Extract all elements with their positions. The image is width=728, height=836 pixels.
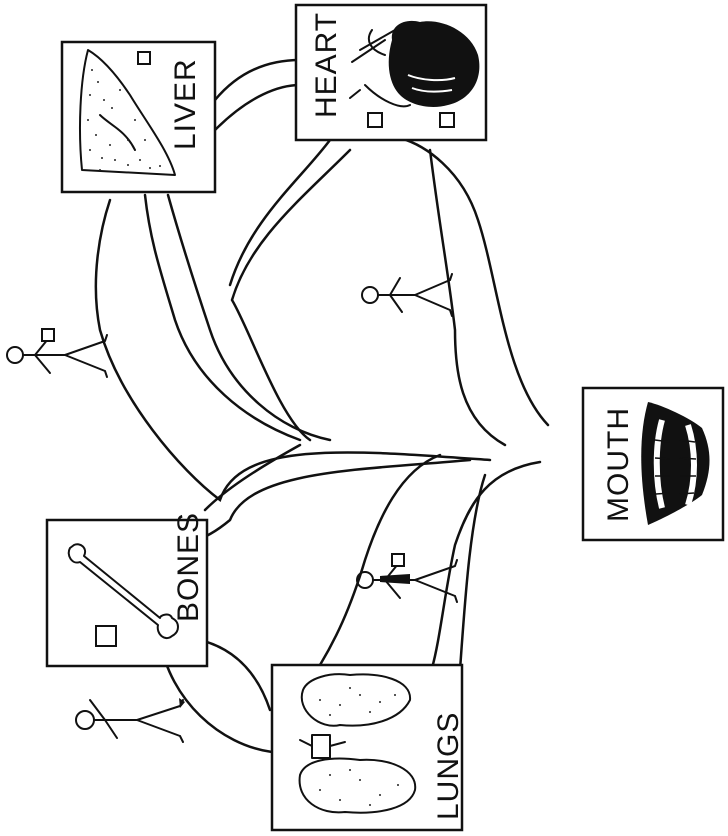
path-mouth-heart-outer xyxy=(398,136,550,427)
path-fork-heart-2 xyxy=(228,138,332,287)
path-fork-bones xyxy=(203,443,302,512)
mouth-card: MOUTH xyxy=(581,386,725,542)
liver-label: LIVER xyxy=(169,58,202,150)
liver-icon xyxy=(79,49,176,176)
path-mouth-lungs-2 xyxy=(318,453,442,667)
lungs-label: LUNGS xyxy=(432,712,465,820)
path-mouth-heart-inner xyxy=(428,148,507,447)
bones-card: BONES xyxy=(45,512,209,668)
path-mouth-lungs-1 xyxy=(430,460,542,670)
path-liver-heart-2 xyxy=(213,83,302,132)
walking-person-icon xyxy=(75,698,185,743)
path-fork-heart-1 xyxy=(230,148,352,442)
liver-card: LIVER xyxy=(60,40,217,194)
walking-person-icon xyxy=(6,328,108,378)
path-liver-heart-1 xyxy=(213,58,302,102)
lungs-box xyxy=(270,663,464,832)
path-fork-liver-1 xyxy=(166,193,332,442)
path-bones-lungs-1 xyxy=(198,638,272,712)
path-lungs-inner xyxy=(458,473,487,672)
lungs-card: LUNGS xyxy=(270,663,465,832)
lungs-icon xyxy=(298,673,417,814)
heart-card: HEART xyxy=(294,3,488,142)
heart-icon xyxy=(349,20,480,128)
bone-icon xyxy=(67,543,179,647)
heart-label: HEART xyxy=(310,12,343,118)
path-fork-liver-2 xyxy=(143,193,302,442)
path-outer-loop-1 xyxy=(94,198,492,503)
liver-box xyxy=(60,40,217,194)
walking-person-icon xyxy=(356,553,458,603)
mouth-icon xyxy=(641,402,710,525)
bones-label: BONES xyxy=(172,512,205,622)
walking-person-icon xyxy=(361,273,453,317)
pathways xyxy=(94,58,550,754)
mouth-label: MOUTH xyxy=(602,407,635,522)
